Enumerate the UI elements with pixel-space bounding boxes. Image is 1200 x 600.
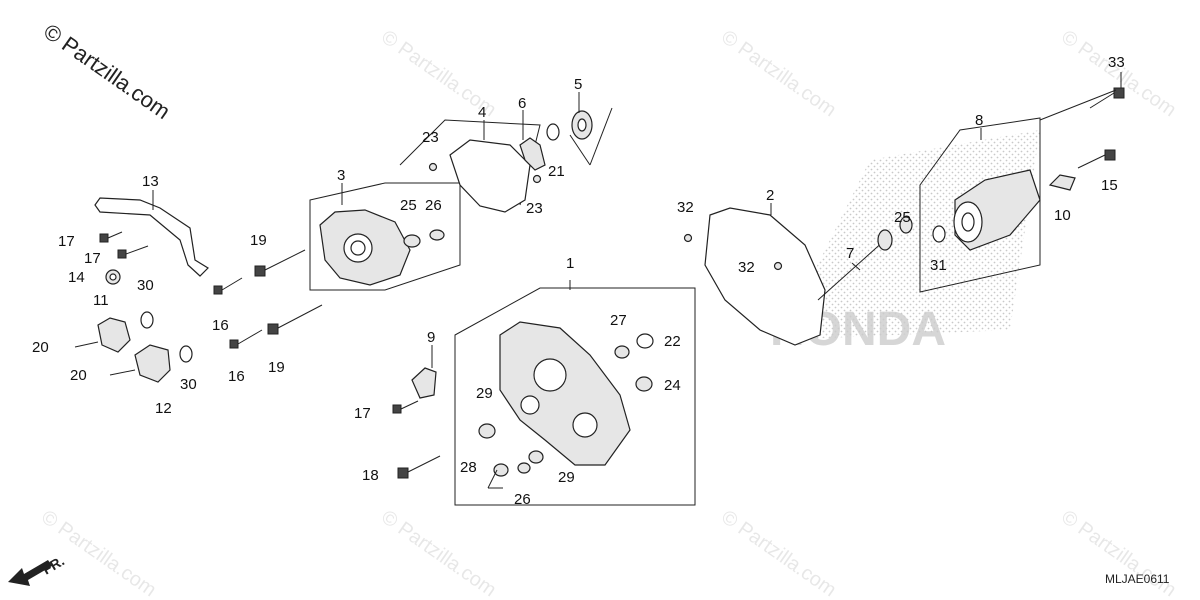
callout-23a: 23 <box>422 129 439 146</box>
group-boxes <box>309 117 1041 506</box>
motor-part-8 <box>953 169 1041 251</box>
callout-13: 13 <box>142 173 159 190</box>
watermark: © Partzilla.com <box>377 506 500 600</box>
front-arrow-icon <box>8 560 52 586</box>
callout-10: 10 <box>1054 207 1071 224</box>
callout-26b: 26 <box>514 491 531 508</box>
case-part-1 <box>499 321 631 466</box>
callout-32a: 32 <box>677 199 694 216</box>
cover-part-3 <box>319 209 411 286</box>
callout-18: 18 <box>362 467 379 484</box>
callout-24: 24 <box>664 377 681 394</box>
sensor-part-11 <box>74 317 131 353</box>
clip-part-10 <box>1048 174 1076 191</box>
bolts-16-19 <box>213 249 323 349</box>
callout-17a: 17 <box>58 233 75 250</box>
callout-23b: 23 <box>526 200 543 217</box>
bolt-part-18 <box>397 455 441 479</box>
o-ring-part-31 <box>932 225 946 243</box>
shaft-part-7 <box>817 229 893 301</box>
o-rings-30 <box>140 311 193 363</box>
callout-17c: 17 <box>354 405 371 422</box>
watermark: © Partzilla.com <box>717 506 840 600</box>
bracket-part-9 <box>392 367 437 414</box>
callout-3: 3 <box>337 167 345 184</box>
callout-2: 2 <box>766 187 774 204</box>
watermark: © Partzilla.com <box>717 26 840 121</box>
callout-27: 27 <box>610 312 627 329</box>
callout-9: 9 <box>427 329 435 346</box>
callout-26a: 26 <box>425 197 442 214</box>
diagram-code: MLJAE0611 <box>1105 572 1170 586</box>
gasket-part-4 <box>449 139 531 213</box>
callout-12: 12 <box>155 400 172 417</box>
front-indicator: FR. <box>8 552 67 586</box>
gear-part-6 <box>519 137 546 171</box>
seals-part-1-group <box>478 333 654 477</box>
bracket-part-13 <box>94 197 209 277</box>
callout-15: 15 <box>1101 177 1118 194</box>
callout-25a: 25 <box>400 197 417 214</box>
callout-33: 33 <box>1108 54 1125 71</box>
honda-watermark: HONDA <box>770 130 1040 356</box>
callout-16b: 16 <box>228 368 245 385</box>
box-part-8 <box>919 117 1041 293</box>
callout-28: 28 <box>460 459 477 476</box>
callout-8: 8 <box>975 112 983 129</box>
callout-14: 14 <box>68 269 85 286</box>
callout-20a: 20 <box>32 339 49 356</box>
callout-19a: 19 <box>250 232 267 249</box>
callout-32b: 32 <box>738 259 755 276</box>
nut-part-14 <box>105 269 121 285</box>
pins-23 <box>428 162 542 184</box>
seals-25-26-upper <box>403 229 445 248</box>
callout-21: 21 <box>548 163 565 180</box>
gasket-part-2 <box>683 207 826 346</box>
callout-1: 1 <box>566 255 574 272</box>
copyright-text: © Partzilla.com <box>39 19 175 125</box>
watermark: © Partzilla.com <box>1057 26 1180 121</box>
washer-part-21 <box>546 123 560 141</box>
callout-17b: 17 <box>84 250 101 267</box>
callout-29b: 29 <box>558 469 575 486</box>
gear-part-5 <box>571 110 593 140</box>
callout-4: 4 <box>478 104 486 121</box>
callout-5: 5 <box>574 76 582 93</box>
callout-30b: 30 <box>180 376 197 393</box>
callout-29a: 29 <box>476 385 493 402</box>
callout-31: 31 <box>930 257 947 274</box>
seal-part-25-lower <box>899 216 913 234</box>
front-label: FR. <box>40 552 68 577</box>
sensor-part-12 <box>109 344 171 383</box>
callouts: 1 2 3 4 5 6 7 8 9 10 11 12 13 14 15 16 1… <box>32 54 1125 508</box>
leader-lines <box>152 72 1122 489</box>
callout-20b: 20 <box>70 367 87 384</box>
callout-16a: 16 <box>212 317 229 334</box>
callout-6: 6 <box>518 95 526 112</box>
callout-19b: 19 <box>268 359 285 376</box>
bolt-17-left <box>99 231 149 259</box>
callout-25b: 25 <box>894 209 911 226</box>
callout-30a: 30 <box>137 277 154 294</box>
watermark: © Partzilla.com <box>37 506 160 600</box>
box-part-1 <box>454 287 696 506</box>
callout-7: 7 <box>846 245 854 262</box>
callout-11: 11 <box>93 292 109 309</box>
callout-22: 22 <box>664 333 681 350</box>
box-part-3 <box>309 182 461 291</box>
bolts-15-33 <box>1077 87 1125 169</box>
